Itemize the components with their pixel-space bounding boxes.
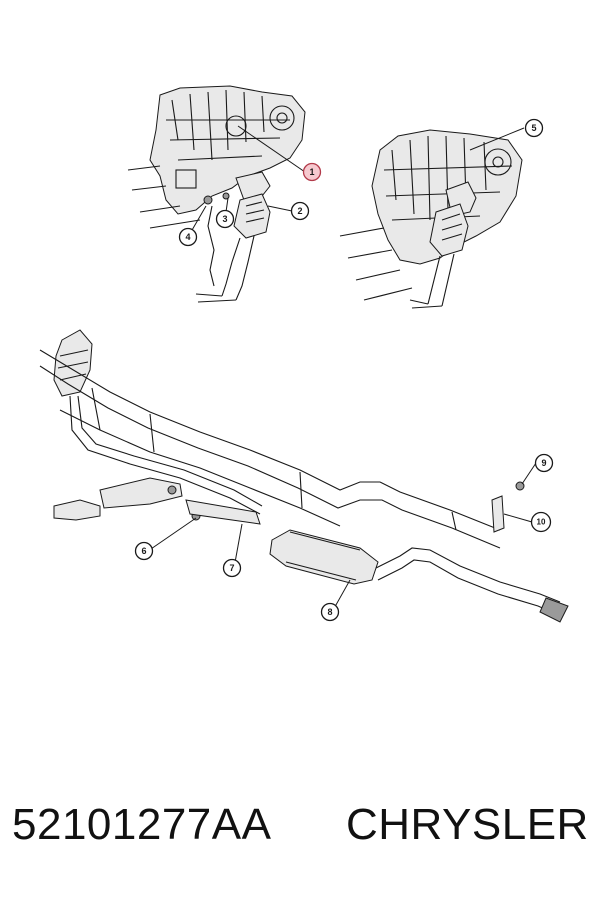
callout-8[interactable]: 8 [320,602,340,622]
callout-7[interactable]: 7 [222,558,242,578]
engine-right-illustration [339,129,523,309]
callout-3[interactable]: 3 [215,209,235,229]
callout-7-circle [222,558,242,578]
callout-1[interactable]: 1 [302,162,322,182]
callout-2[interactable]: 2 [290,201,310,221]
callout-4-label: 4 [185,232,190,242]
callout-3-label: 3 [222,214,227,224]
callout-10-label: 10 [537,518,546,527]
callout-9-label: 9 [541,458,546,468]
callout-4[interactable]: 4 [178,227,198,247]
callout-8-label: 8 [327,607,332,617]
callout-1-label: 1 [309,167,314,177]
part-number-caption: 52101277AA [12,800,272,849]
callout-2-label: 2 [297,206,302,216]
callout-10-circle [530,511,552,533]
callout-4-circle [178,227,198,247]
callout-3-circle [215,209,235,229]
callout-10[interactable]: 10 [530,511,552,533]
callout-9[interactable]: 9 [534,453,554,473]
brand-caption: CHRYSLER [346,800,589,849]
callout-5[interactable]: 5 [524,118,544,138]
frame-and-exhaust-illustration [39,329,569,623]
engine-left-illustration [127,85,306,303]
callout-9-circle [534,453,554,473]
callout-5-circle [524,118,544,138]
callout-5-label: 5 [531,123,536,133]
callout-2-circle [290,201,310,221]
callout-7-label: 7 [229,563,234,573]
callout-6-circle [134,541,154,561]
callout-8-circle [320,602,340,622]
callout-6-label: 6 [141,546,146,556]
callout-1-circle [302,162,322,182]
callout-6[interactable]: 6 [134,541,154,561]
